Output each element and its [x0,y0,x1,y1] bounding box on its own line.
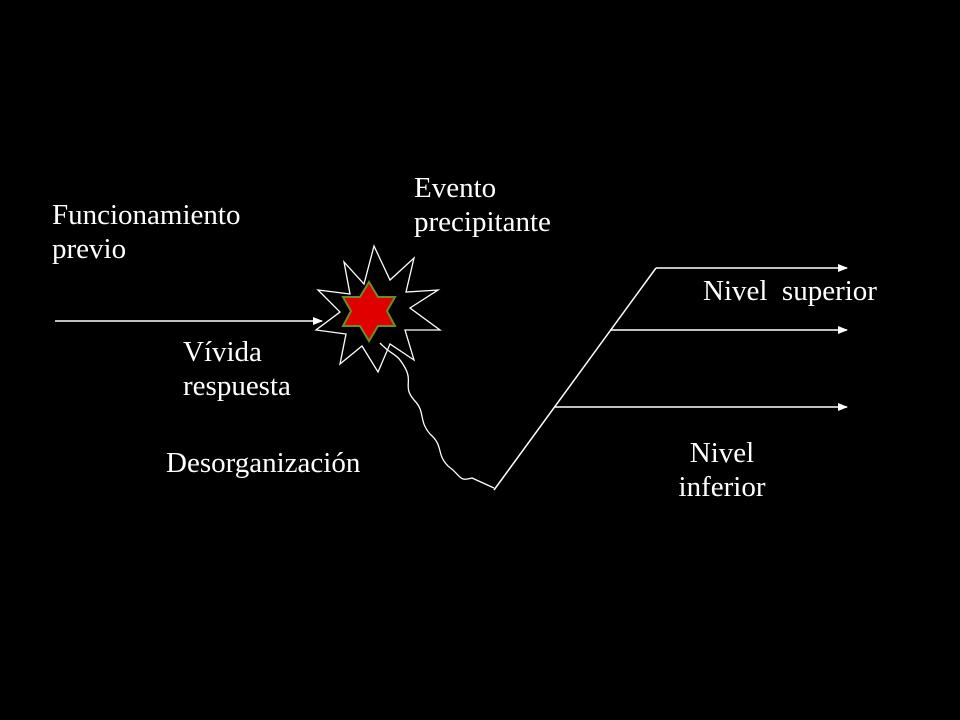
star-icon [341,280,397,343]
label-vivid-response: Vívida respuesta [183,336,291,402]
disorganization-wave [379,342,495,489]
label-disorganization: Desorganización [166,447,361,479]
label-previous-functioning: Funcionamiento previo [52,199,241,265]
label-lower-level: Nivel inferior [678,437,766,503]
label-precipitating-event: Evento precipitante [414,172,551,238]
label-upper-level: Nivel superior [703,275,877,307]
recovery-line [493,267,657,491]
